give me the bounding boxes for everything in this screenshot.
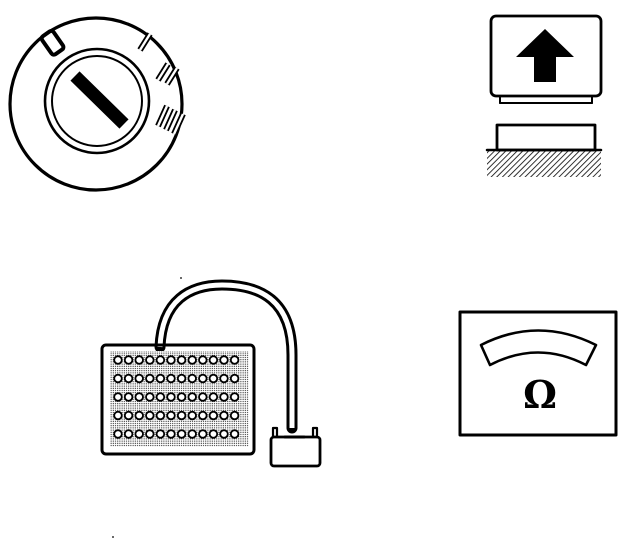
- adapter-pin: [134, 410, 144, 421]
- push-button-icon: [485, 14, 603, 177]
- adapter-pin: [219, 355, 229, 365]
- adapter-pin: [166, 410, 176, 421]
- adapter-pin: [187, 373, 197, 384]
- meter-scale-arc: [479, 329, 598, 367]
- adapter-pin: [123, 355, 134, 365]
- adapter-pin: [187, 392, 197, 402]
- adapter-pin: [219, 410, 229, 421]
- adapter-pin: [145, 373, 155, 384]
- adapter-pin: [176, 429, 187, 439]
- adapter-pin-grid: [113, 355, 240, 439]
- button-cap: [489, 14, 603, 98]
- adapter-pin: [176, 355, 187, 365]
- adapter-pin: [229, 355, 240, 365]
- switch-bezel: [43, 47, 151, 155]
- adapter-pin: [123, 392, 134, 402]
- adapter-pin: [208, 392, 219, 402]
- adapter-pin: [145, 392, 155, 402]
- adapter-pin: [219, 373, 229, 384]
- connector-plug: [269, 435, 322, 468]
- adapter-pin: [113, 429, 123, 439]
- adapter-pin: [208, 410, 219, 421]
- adapter-pin: [187, 429, 197, 439]
- adapter-pin: [113, 355, 123, 365]
- switch-position-0: 0: [0, 0, 66, 57]
- svg-text:0: 0: [0, 0, 1, 1]
- adapter-pin: [166, 392, 176, 402]
- adapter-pin: [145, 355, 155, 365]
- adapter-pin: [229, 392, 240, 402]
- adapter-pin: [166, 373, 176, 384]
- ground-hatch: [487, 150, 601, 177]
- meter-frame: [458, 310, 618, 437]
- adapter-pin: [155, 373, 166, 384]
- adapter-pin: [198, 392, 208, 402]
- adapter-pin: [198, 373, 208, 384]
- adapter-pin: [123, 410, 134, 421]
- adapter-pin: [219, 392, 229, 402]
- adapter-pin: [208, 355, 219, 365]
- adapter-pin: [113, 392, 123, 402]
- switch-inner-ring: [51, 55, 143, 147]
- adapter-pin: [176, 392, 187, 402]
- adapter-pin: [198, 355, 208, 365]
- adapter-pin: [219, 429, 229, 439]
- adapter-pin: [176, 410, 187, 421]
- button-base: [495, 123, 597, 152]
- adapter-pin: [134, 392, 144, 402]
- adapter-pin: [166, 355, 176, 365]
- switch-position-III: [155, 104, 186, 136]
- adapter-pin: [123, 373, 134, 384]
- adapter-pin: [123, 429, 134, 439]
- switch-position-II: [155, 62, 180, 86]
- adapter-pin: [166, 429, 176, 439]
- adapter-pin: [208, 373, 219, 384]
- adapter-pin: [145, 410, 155, 421]
- speck: [112, 536, 114, 538]
- adapter-pin: [187, 355, 197, 365]
- adapter-pin: [155, 355, 166, 365]
- adapter-pin: [134, 373, 144, 384]
- adapter-pin: [229, 410, 240, 421]
- adapter-pin: [187, 410, 197, 421]
- ohm-symbol: Ω: [523, 372, 557, 417]
- adapter-pin: [208, 429, 219, 439]
- adapter-pin: [134, 429, 144, 439]
- adapter-pin: [229, 373, 240, 384]
- adapter-pin: [229, 429, 240, 439]
- up-arrow-icon: [516, 29, 574, 82]
- key-slot: [70, 71, 129, 129]
- switch-outer-ring: [8, 16, 184, 192]
- adapter-pin: [176, 373, 187, 384]
- adapter-pin: [134, 355, 144, 365]
- adapter-pin: [155, 410, 166, 421]
- ohmmeter-icon: Ω: [458, 310, 618, 437]
- ignition-switch-icon: 0: [0, 0, 186, 192]
- adapter-pin: [155, 392, 166, 402]
- switch-position-I: [137, 32, 153, 52]
- adapter-pin: [145, 429, 155, 439]
- adapter-pin: [113, 373, 123, 384]
- test-adapter-icon: [100, 279, 322, 468]
- adapter-box: [100, 343, 256, 456]
- adapter-pin: [155, 429, 166, 439]
- speck: [180, 277, 182, 279]
- adapter-pin: [113, 410, 123, 421]
- adapter-pin: [198, 429, 208, 439]
- adapter-pin: [198, 410, 208, 421]
